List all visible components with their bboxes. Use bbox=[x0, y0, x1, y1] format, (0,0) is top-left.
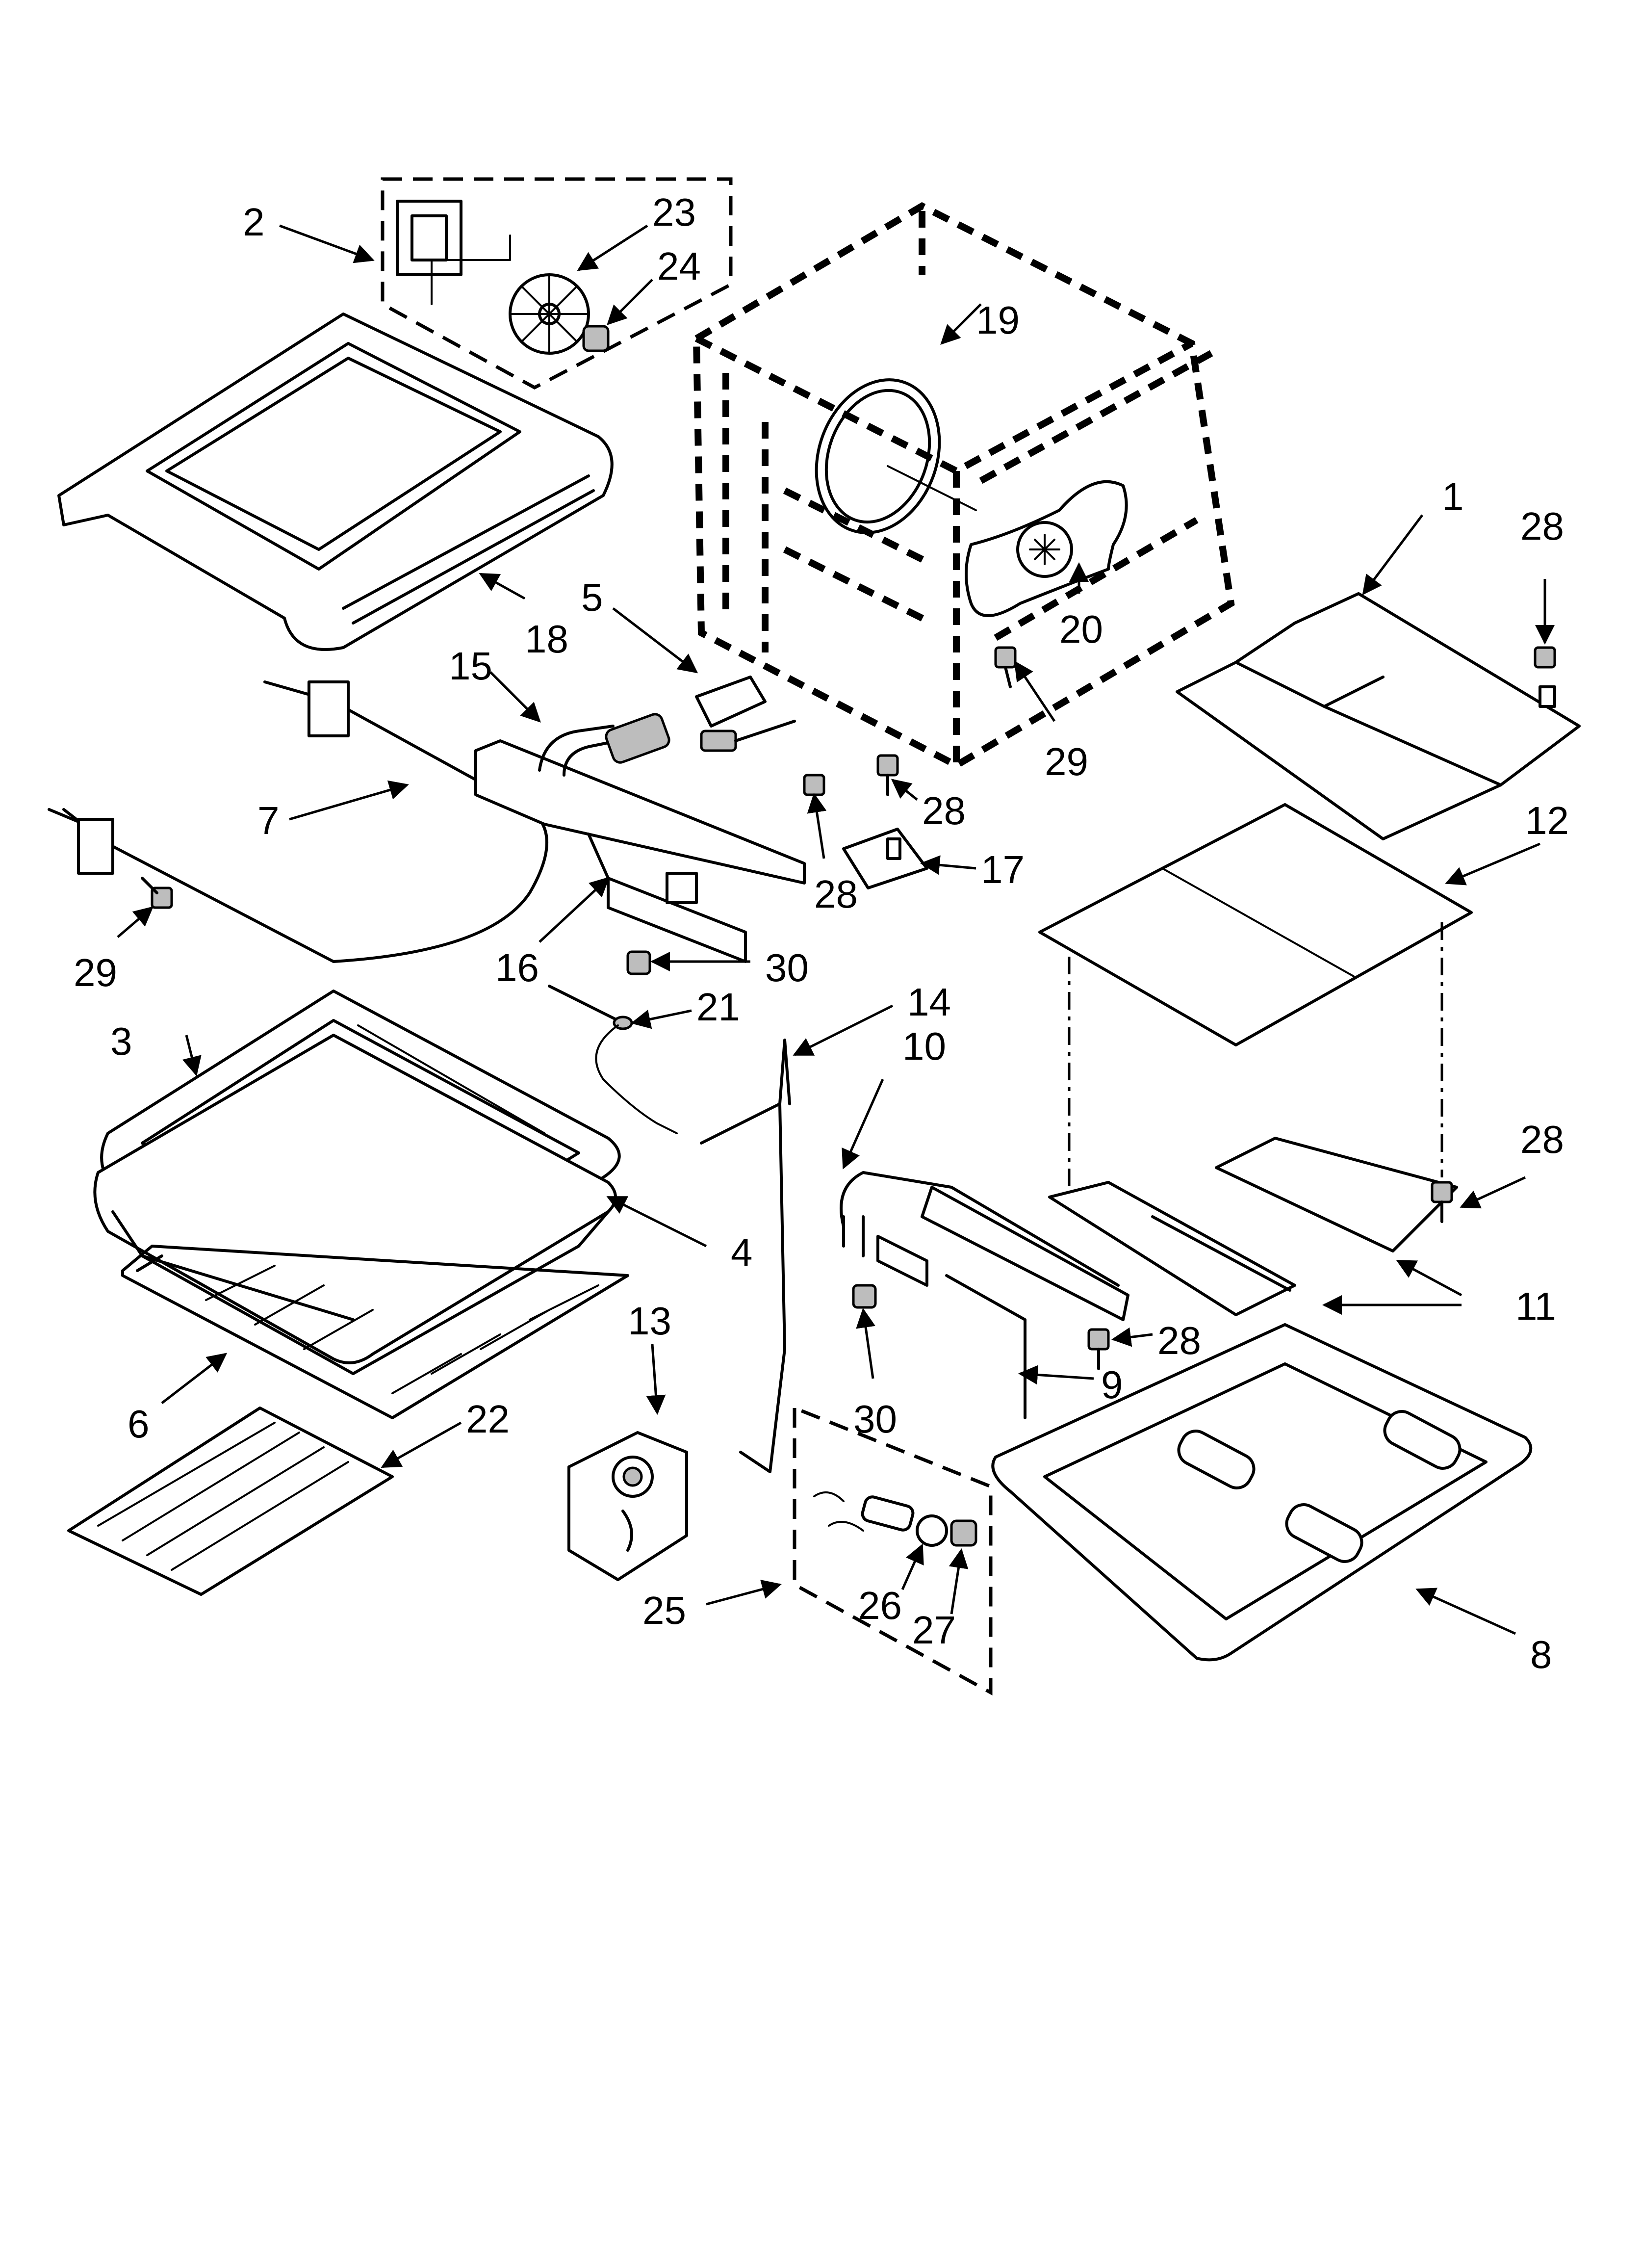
callout-labels: 1 2 3 4 5 6 7 8 9 10 11 12 13 14 15 16 1… bbox=[74, 190, 1569, 1676]
lock-washer bbox=[916, 1514, 948, 1547]
callout-28-top-right: 28 bbox=[1520, 504, 1564, 548]
burner-box bbox=[991, 1323, 1533, 1662]
callout-25: 25 bbox=[642, 1589, 686, 1632]
callout-23: 23 bbox=[652, 190, 696, 234]
top-cover bbox=[57, 313, 614, 651]
bake-element bbox=[48, 680, 548, 963]
callout-7: 7 bbox=[257, 799, 280, 842]
fan-motor-assembly bbox=[381, 177, 733, 390]
broil-orifice-holder bbox=[695, 676, 796, 752]
callout-17: 17 bbox=[981, 848, 1025, 891]
callout-3: 3 bbox=[110, 1019, 132, 1063]
screw-29-left bbox=[141, 877, 173, 909]
callout-11: 11 bbox=[1515, 1284, 1556, 1328]
oven-rack bbox=[121, 1245, 629, 1419]
callout-30-left: 30 bbox=[765, 946, 809, 990]
igniter bbox=[548, 985, 678, 1134]
callout-16: 16 bbox=[495, 946, 539, 990]
callout-5: 5 bbox=[581, 575, 603, 619]
screw-30-right bbox=[852, 1284, 877, 1309]
callout-28-center-a: 28 bbox=[922, 789, 966, 833]
fan-baffle bbox=[965, 480, 1128, 617]
screw-28-center-b bbox=[803, 774, 825, 796]
callout-26: 26 bbox=[858, 1584, 902, 1627]
top-heat-shield bbox=[1176, 592, 1581, 840]
orifice-fitting bbox=[813, 1491, 915, 1532]
callout-4: 4 bbox=[731, 1230, 753, 1274]
callout-20: 20 bbox=[1059, 607, 1103, 651]
callout-28-lower: 28 bbox=[1157, 1319, 1201, 1362]
fan-blade bbox=[509, 273, 590, 355]
callout-8: 8 bbox=[1530, 1633, 1552, 1676]
callout-21: 21 bbox=[696, 985, 740, 1029]
assembly-dashed-lines bbox=[1068, 922, 1443, 1202]
callout-29-left: 29 bbox=[74, 951, 117, 994]
broil-tray bbox=[67, 1407, 394, 1596]
leader-lines bbox=[117, 224, 1555, 1635]
callout-19: 19 bbox=[976, 298, 1020, 342]
callout-27: 27 bbox=[912, 1608, 956, 1652]
burner-bracket bbox=[945, 1274, 1026, 1419]
fitting-nut bbox=[950, 1519, 977, 1547]
callout-15: 15 bbox=[449, 644, 492, 688]
callout-30-right: 30 bbox=[853, 1397, 897, 1441]
screw-28-lower bbox=[1087, 1328, 1110, 1370]
callout-12: 12 bbox=[1525, 799, 1569, 842]
support-rails bbox=[1048, 1137, 1458, 1316]
convection-element bbox=[815, 378, 977, 534]
callout-1: 1 bbox=[1442, 475, 1464, 519]
lower-burner bbox=[840, 1171, 1129, 1321]
gas-tube bbox=[700, 1039, 791, 1473]
fitting-kit-box bbox=[793, 1405, 993, 1695]
callout-13: 13 bbox=[628, 1299, 671, 1343]
callout-6: 6 bbox=[128, 1402, 150, 1446]
screw-28-center-a bbox=[876, 754, 899, 796]
heat-shield bbox=[1038, 803, 1473, 1046]
broil-burner bbox=[474, 713, 806, 885]
screw-28-top-right bbox=[1534, 646, 1556, 708]
callout-24: 24 bbox=[657, 244, 701, 288]
callout-14: 14 bbox=[907, 980, 951, 1024]
callout-28-rails: 28 bbox=[1520, 1118, 1564, 1161]
screw-30-left bbox=[626, 950, 651, 975]
callout-22: 22 bbox=[466, 1397, 510, 1441]
screw-29-right bbox=[994, 646, 1017, 688]
callout-9: 9 bbox=[1101, 1363, 1123, 1407]
callout-18: 18 bbox=[525, 617, 568, 661]
oven-cavity-outline bbox=[693, 202, 1235, 769]
gas-valve bbox=[567, 1431, 688, 1581]
callout-28-center-b: 28 bbox=[814, 872, 858, 916]
screw-28-rails bbox=[1431, 1181, 1453, 1223]
callout-2: 2 bbox=[243, 200, 265, 244]
callout-29-right: 29 bbox=[1045, 740, 1088, 783]
callout-10: 10 bbox=[902, 1024, 946, 1068]
fan-nut bbox=[582, 325, 610, 352]
broiler-pan bbox=[93, 1034, 617, 1375]
